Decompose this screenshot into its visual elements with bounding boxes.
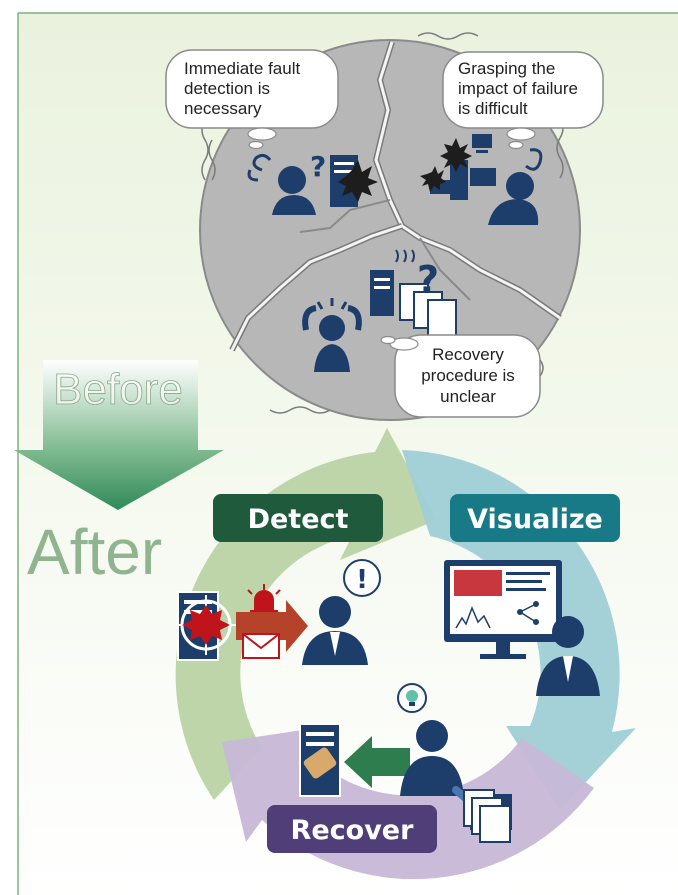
stressed-person-icon [488, 148, 543, 225]
svg-text:?: ? [417, 258, 439, 302]
before-after-arrow [14, 360, 224, 510]
bubble-impact-line-1: Grasping the [458, 59, 555, 78]
svg-text:?: ? [310, 150, 326, 183]
mail-icon [242, 633, 280, 659]
network-computers-icon [420, 134, 496, 200]
hot-server-icon [370, 249, 415, 316]
analyst-icon [536, 616, 600, 696]
operator-alerted-icon: ! [302, 559, 381, 665]
recover-arrow-icon [344, 736, 410, 788]
failing-server-icon [330, 155, 378, 207]
recover-label-text: Recover [291, 815, 415, 846]
detect-stage-label: Detect [213, 494, 383, 542]
bubble-fault-detection: Immediate fault detection is necessary [165, 49, 339, 150]
bubble-recovery-line-1: Recovery [432, 345, 504, 364]
confused-person-icon: ? [247, 150, 326, 215]
recover-stage-label: Recover [267, 805, 437, 853]
procedure-documents-icon [463, 789, 512, 843]
bubble-impact: Grasping the impact of failure is diffic… [442, 51, 604, 150]
bubble-fault-line-3: necessary [184, 99, 262, 118]
documents-question-icon: ? [399, 258, 457, 337]
bubble-recovery-line-3: unclear [440, 387, 496, 406]
bubble-recovery-line-2: procedure is [421, 366, 515, 385]
visualize-stage-label: Visualize [450, 494, 620, 542]
visualize-label-text: Visualize [467, 504, 603, 535]
before-label: Before [53, 365, 183, 414]
bubble-impact-line-3: is difficult [458, 99, 528, 118]
panicking-person-icon [302, 298, 362, 372]
bubble-fault-line-2: detection is [184, 79, 270, 98]
dashboard-monitor-icon [444, 560, 562, 659]
server-target-icon [176, 591, 236, 661]
patched-server-icon [299, 723, 341, 797]
svg-text:!: ! [356, 565, 368, 595]
detect-label-text: Detect [248, 504, 349, 535]
bubble-fault-line-1: Immediate fault [184, 59, 300, 78]
after-label: After [27, 516, 162, 588]
engineer-idea-icon [397, 683, 464, 796]
bubble-recovery: Recovery procedure is unclear [380, 334, 541, 418]
bubble-impact-line-2: impact of failure [458, 79, 578, 98]
